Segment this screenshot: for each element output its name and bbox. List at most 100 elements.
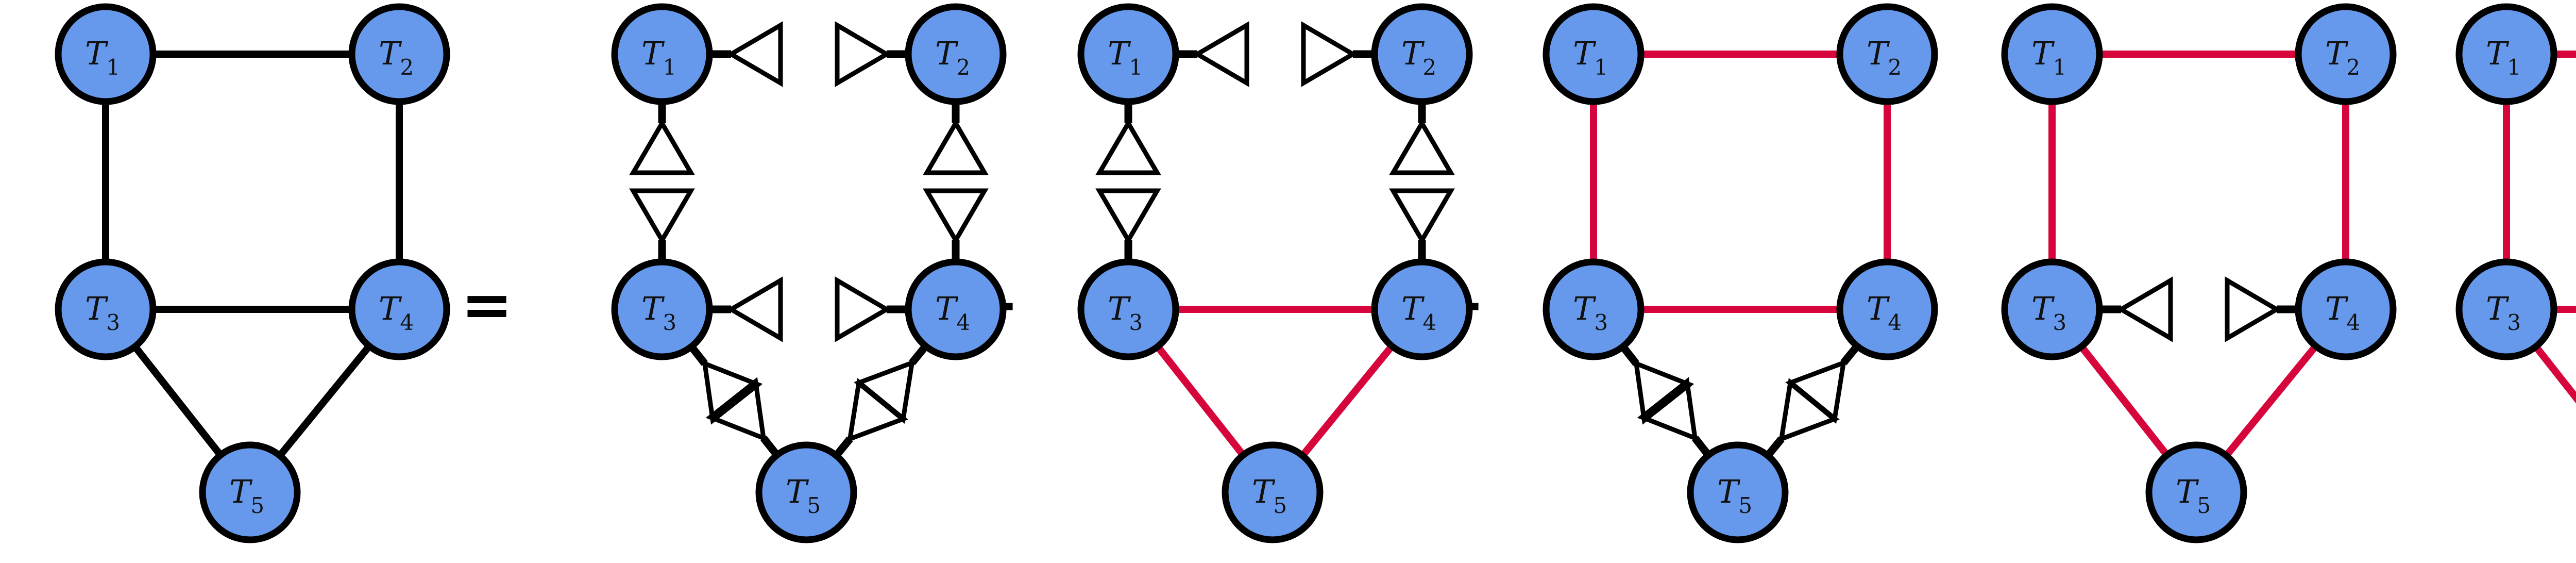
node-t4-label: T4 xyxy=(1867,290,1902,335)
node-t4-circle[interactable] xyxy=(2295,258,2397,360)
node-t3-label: T3 xyxy=(641,290,676,335)
node-t5-circle[interactable] xyxy=(1687,441,1789,543)
node-t1-circle[interactable] xyxy=(2001,3,2103,105)
cut-triangle-e35-T3 xyxy=(1633,360,1694,425)
node-t5-label: T5 xyxy=(2176,473,2211,518)
node-t5-circle[interactable] xyxy=(199,441,301,543)
node-label-base: T xyxy=(2325,290,2349,327)
node-label-base: T xyxy=(85,35,109,72)
node-t3-circle[interactable] xyxy=(2001,258,2103,360)
node-t5-circle[interactable] xyxy=(1222,441,1324,543)
node-t4-circle[interactable] xyxy=(348,258,450,360)
node-t1-circle[interactable] xyxy=(55,3,157,105)
cut-triangle-e24-T2 xyxy=(1389,119,1455,175)
node-t4-label: T4 xyxy=(935,290,970,335)
node-label-subscript: 4 xyxy=(2346,310,2360,335)
node-label-base: T xyxy=(1573,35,1597,72)
node-label-subscript: 5 xyxy=(2197,493,2211,518)
node-t3-label: T3 xyxy=(2486,290,2521,335)
node-t3-label: T3 xyxy=(1108,290,1143,335)
node-t2-circle[interactable] xyxy=(905,3,1007,105)
node-label-base: T xyxy=(2031,290,2055,327)
node-label-base: T xyxy=(379,290,402,327)
cut-triangle-e24-T2 xyxy=(923,119,989,175)
cut-triangle-e12-T1 xyxy=(726,21,783,87)
node-t2-label: T2 xyxy=(1401,35,1436,80)
edge-e35 xyxy=(132,344,224,458)
cut-triangle-e35-T3 xyxy=(702,360,763,425)
node-label-base: T xyxy=(379,35,402,72)
node-t1-label: T1 xyxy=(1108,35,1143,80)
node-t5-circle[interactable] xyxy=(2145,441,2247,543)
node-label-subscript: 1 xyxy=(663,55,676,80)
node-label-subscript: 2 xyxy=(956,55,970,80)
node-t5-circle[interactable] xyxy=(755,441,857,543)
node-label-base: T xyxy=(2176,473,2199,510)
node-label-base: T xyxy=(1717,473,1741,510)
cut-triangle-e13-T3 xyxy=(1095,188,1161,245)
node-t4-circle[interactable] xyxy=(905,258,1007,360)
node-t2-circle[interactable] xyxy=(1836,3,1938,105)
cut-triangle-e24-T4 xyxy=(1389,188,1455,245)
node-label-base: T xyxy=(1573,290,1597,327)
node-label-subscript: 1 xyxy=(1129,55,1143,80)
node-t2-circle[interactable] xyxy=(348,3,450,105)
node-t4-circle[interactable] xyxy=(1836,258,1938,360)
node-t2-circle[interactable] xyxy=(1371,3,1473,105)
cut-triangle-e34-T4 xyxy=(2225,276,2281,342)
node-label-subscript: 3 xyxy=(663,310,676,335)
cut-triangle-e45-T5 xyxy=(847,378,908,443)
node-label-base: T xyxy=(1867,35,1890,72)
node-t3-circle[interactable] xyxy=(2455,258,2557,360)
node-t3-circle[interactable] xyxy=(611,258,713,360)
node-label-subscript: 3 xyxy=(2053,310,2066,335)
node-t3-circle[interactable] xyxy=(1077,258,1179,360)
node-t3-circle[interactable] xyxy=(1543,258,1645,360)
node-label-base: T xyxy=(85,290,109,327)
node-t4-circle[interactable] xyxy=(1371,258,1473,360)
node-label-base: T xyxy=(229,473,253,510)
node-label-base: T xyxy=(2486,290,2510,327)
node-label-subscript: 1 xyxy=(1594,55,1608,80)
cut-triangle-e35-T5 xyxy=(705,377,767,442)
node-label-subscript: 3 xyxy=(106,310,120,335)
node-t2-circle[interactable] xyxy=(2295,3,2397,105)
edge-e45 xyxy=(2223,343,2319,458)
node-t3-circle[interactable] xyxy=(55,258,157,360)
node-label-base: T xyxy=(2325,35,2349,72)
node-label-base: T xyxy=(1108,290,1131,327)
node-label-subscript: 2 xyxy=(1888,55,1902,80)
node-t1-circle[interactable] xyxy=(1077,3,1179,105)
node-label-base: T xyxy=(2486,35,2510,72)
node-t5-label: T5 xyxy=(1252,473,1287,518)
node-t4-label: T4 xyxy=(1401,290,1436,335)
edge-e45 xyxy=(277,343,372,458)
cut-triangle-e13-T3 xyxy=(629,188,695,245)
node-t2-label: T2 xyxy=(1867,35,1902,80)
node-t5-label: T5 xyxy=(786,473,821,518)
cut-triangle-e13-T1 xyxy=(629,119,695,175)
node-t1-label: T1 xyxy=(2486,35,2521,80)
node-label-subscript: 4 xyxy=(1888,310,1902,335)
node-label-subscript: 4 xyxy=(1422,310,1436,335)
cut-triangle-e34-T3 xyxy=(2116,276,2173,342)
node-label-base: T xyxy=(1252,473,1276,510)
node-t1-circle[interactable] xyxy=(611,3,713,105)
node-t1-circle[interactable] xyxy=(2455,3,2557,105)
node-label-base: T xyxy=(935,290,959,327)
node-t4-label: T4 xyxy=(2325,290,2360,335)
node-label-subscript: 4 xyxy=(400,310,414,335)
node-t1-label: T1 xyxy=(85,35,120,80)
node-label-base: T xyxy=(641,35,665,72)
node-label-base: T xyxy=(786,473,809,510)
cut-triangle-e35-T5 xyxy=(1637,377,1698,442)
node-t1-circle[interactable] xyxy=(1543,3,1645,105)
node-t5-label: T5 xyxy=(229,473,264,518)
node-label-base: T xyxy=(1867,290,1890,327)
cut-triangle-e12-T1 xyxy=(1193,21,1249,87)
